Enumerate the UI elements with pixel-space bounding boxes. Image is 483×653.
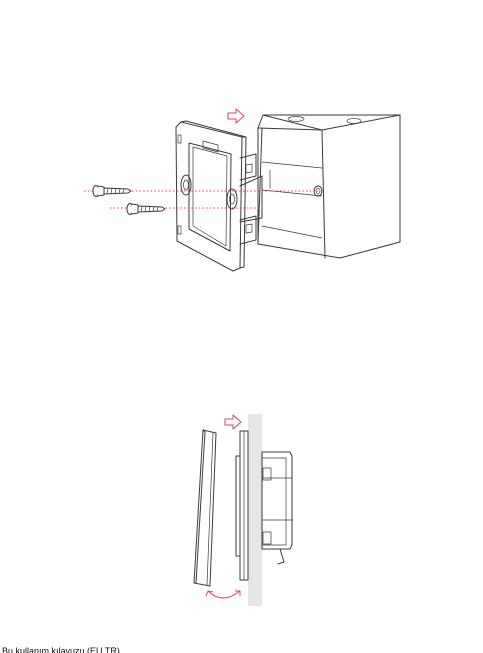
push-direction-arrow-top xyxy=(228,109,244,123)
switch-module xyxy=(262,452,292,564)
rotate-arrow xyxy=(206,591,240,598)
cover-panel xyxy=(194,430,216,586)
screw-lower xyxy=(127,204,165,215)
mounting-frame xyxy=(176,121,262,271)
mounting-plate-side xyxy=(236,431,248,580)
wall xyxy=(248,414,262,606)
footer-text: Bu kullanım kılavuzu (EU TR) xyxy=(2,647,120,653)
push-direction-arrow-bottom xyxy=(225,415,241,429)
junction-box xyxy=(258,115,400,258)
screw-upper xyxy=(93,186,131,197)
